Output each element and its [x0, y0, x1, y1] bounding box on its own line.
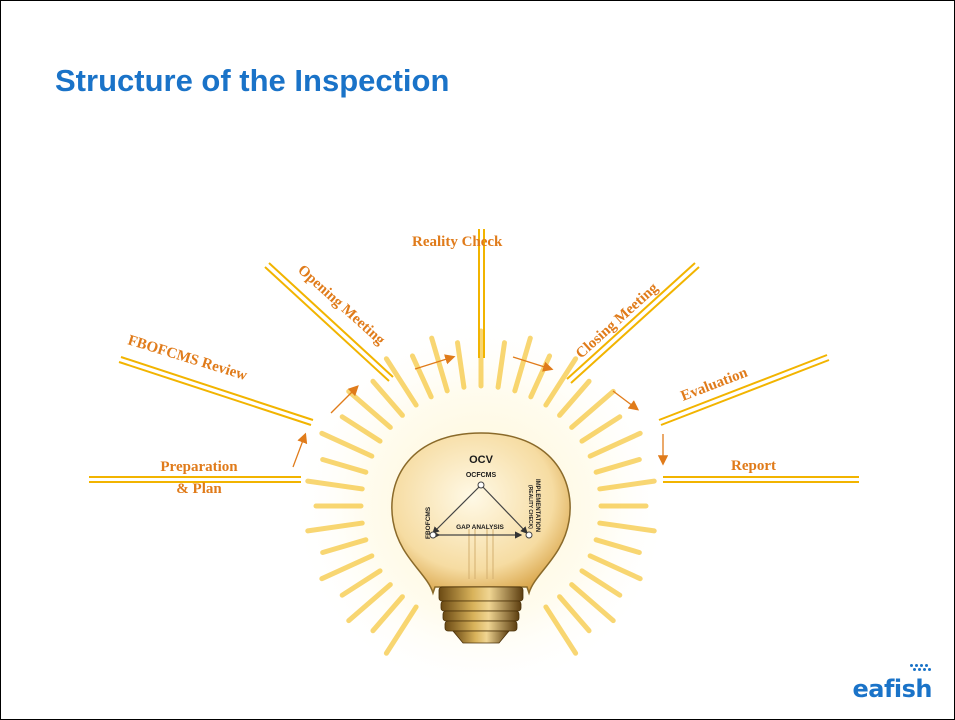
light-ray	[597, 520, 657, 534]
light-ray	[557, 594, 592, 634]
short-rays	[305, 328, 657, 656]
bulb-top-node: OCFCMS	[466, 472, 497, 479]
light-ray	[455, 340, 467, 390]
light-ray	[593, 537, 642, 555]
label-closing-meeting: Closing Meeting	[573, 280, 662, 362]
light-ray	[543, 356, 579, 408]
arrow-review-to-opening	[330, 385, 359, 414]
light-ray	[320, 537, 369, 555]
light-ray	[597, 478, 657, 492]
ray-fbofcms-review	[118, 356, 314, 426]
light-ray	[383, 604, 419, 656]
light-ray	[495, 340, 507, 390]
light-ray	[346, 582, 393, 624]
ray-preparation	[89, 476, 301, 483]
label-fbofcms-review: FBOFCMS Review	[126, 333, 249, 385]
light-ray	[593, 457, 642, 475]
light-ray	[543, 604, 579, 656]
light-ray	[512, 335, 533, 394]
bulb-bottom-edge: GAP ANALYSIS	[456, 524, 504, 531]
bulb-base	[438, 586, 524, 644]
ray-closing-meeting	[566, 262, 700, 384]
slide-title: Structure of the Inspection	[55, 63, 450, 98]
arrow-opening-to-reality	[414, 354, 456, 370]
bulb-filament	[468, 529, 494, 579]
label-preparation: Preparation	[160, 459, 238, 475]
ray-opening-meeting	[264, 262, 394, 382]
ray-report	[663, 476, 859, 483]
light-ray	[569, 388, 616, 430]
light-ray	[339, 414, 383, 444]
bulb-left-node: FBOFCMS	[425, 506, 432, 539]
light-ray	[319, 430, 375, 459]
light-ray	[383, 356, 419, 408]
arrow-closing-to-evaluation	[612, 390, 640, 411]
eafish-logo: eafish	[852, 675, 932, 703]
light-ray	[557, 378, 592, 418]
label-reality-check: Reality Check	[412, 234, 503, 250]
light-ray	[587, 430, 643, 459]
gap-analysis-triangle	[429, 481, 533, 539]
bulb-right-node-sub: (REALITY CHECK)	[527, 485, 533, 529]
light-ray	[346, 388, 393, 430]
light-ray	[339, 568, 383, 598]
ray-reality-check	[478, 229, 485, 358]
ray-evaluation	[658, 354, 830, 426]
light-ray	[569, 582, 616, 624]
label-report: Report	[731, 458, 776, 474]
light-ray	[305, 478, 365, 492]
light-ray	[409, 353, 434, 400]
light-ray	[587, 553, 643, 582]
arrow-reality-to-closing	[512, 356, 554, 372]
light-ray	[305, 520, 365, 534]
light-ray	[370, 378, 405, 418]
light-ray	[320, 457, 369, 475]
label-preparation-line2: & Plan	[176, 481, 222, 497]
light-ray	[370, 594, 405, 634]
bulb-right-node: IMPLEMENTATION	[534, 479, 540, 532]
logo-dots	[910, 664, 932, 672]
arrow-prep-to-review	[292, 432, 308, 468]
light-ray	[429, 335, 450, 394]
light-ray	[319, 553, 375, 582]
bulb-title: OCV	[469, 454, 494, 466]
light-ray	[579, 568, 623, 598]
light-ray	[579, 414, 623, 444]
